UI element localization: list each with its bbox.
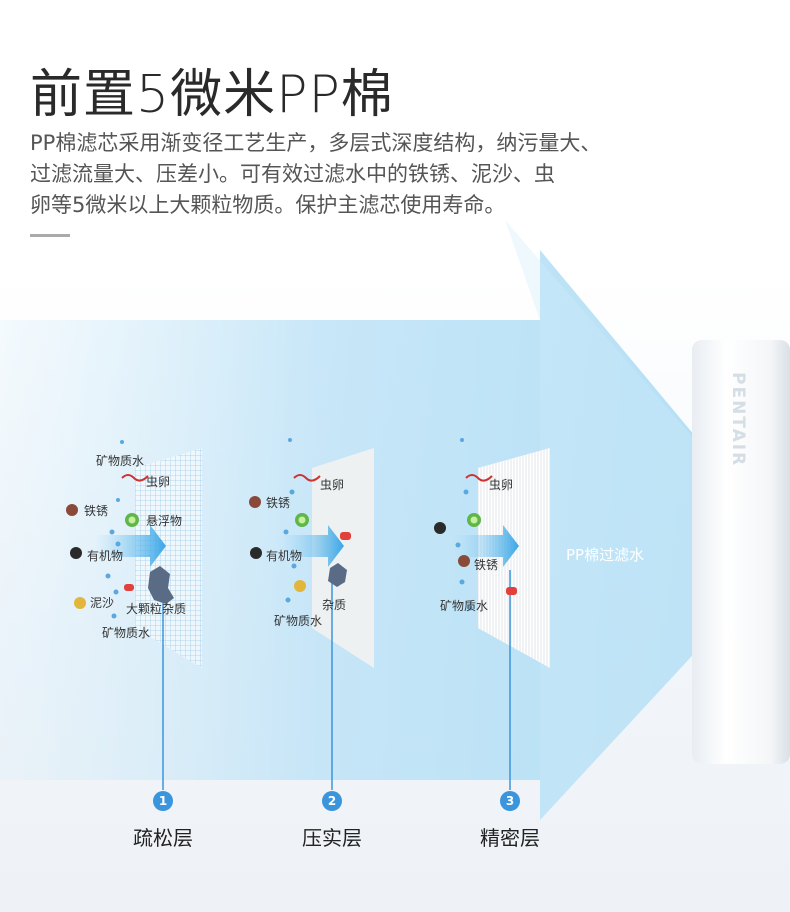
description: PP棉滤芯采用渐变径工艺生产，多层式深度结构，纳污量大、 过滤流量大、压差小。可… [30,128,690,221]
flow-arrow-2 [280,525,344,567]
egg-particle [121,474,149,482]
layer2-label: 矿物质水 [274,614,323,628]
layer1-label: 有机物 [87,549,124,563]
layer3-label: 虫卵 [489,478,514,492]
layer2-label: 铁锈 [266,496,291,510]
layer3-label: 铁锈 [474,558,499,572]
filtration-illustration [0,220,790,820]
flow-arrow-1 [95,525,166,567]
layer1-label: 泥沙 [90,596,115,610]
brand-logo-text: PENTAIR [728,372,748,468]
layer1-label: 大颗粒杂质 [126,602,187,616]
step-number-1: 1 [153,791,173,811]
layer1-label: 铁锈 [84,504,109,518]
title-divider [30,234,70,237]
impurity-particle [124,584,134,591]
layer2-label: 杂质 [322,598,347,612]
description-line: PP棉滤芯采用渐变径工艺生产，多层式深度结构，纳污量大、 [30,131,602,155]
description-line: 过滤流量大、压差小。可有效过滤水中的铁锈、泥沙、虫 [30,162,555,186]
layer3-label: 矿物质水 [440,599,489,613]
organic-particle [70,547,82,559]
output-label: PP棉过滤水 [566,546,645,564]
layer1-label: 虫卵 [146,475,171,489]
layer1-label: 矿物质水 [96,454,145,468]
loose-layer-panel [135,448,202,668]
flow-band [0,250,790,820]
pp-cartridge [692,340,790,764]
rust-particle [66,504,78,516]
layer2-label: 有机物 [266,549,303,563]
large-particle [148,566,174,604]
step-number-2: 2 [322,791,342,811]
layer-name-loose: 疏松层 [133,826,193,850]
description-line: 卵等5微米以上大颗粒物质。保护主滤芯使用寿命。 [30,193,506,217]
layer2-label: 虫卵 [320,478,345,492]
layer-name-precise: 精密层 [480,826,540,850]
sand-particle [74,597,86,609]
page-title: 前置5微米PP棉 [30,65,394,125]
flow-arrow-3 [455,525,519,567]
step-number-3: 3 [500,791,520,811]
layer1-label: 矿物质水 [102,626,151,640]
layer-name-compact: 压实层 [302,826,362,850]
layer1-label: 悬浮物 [146,514,183,528]
